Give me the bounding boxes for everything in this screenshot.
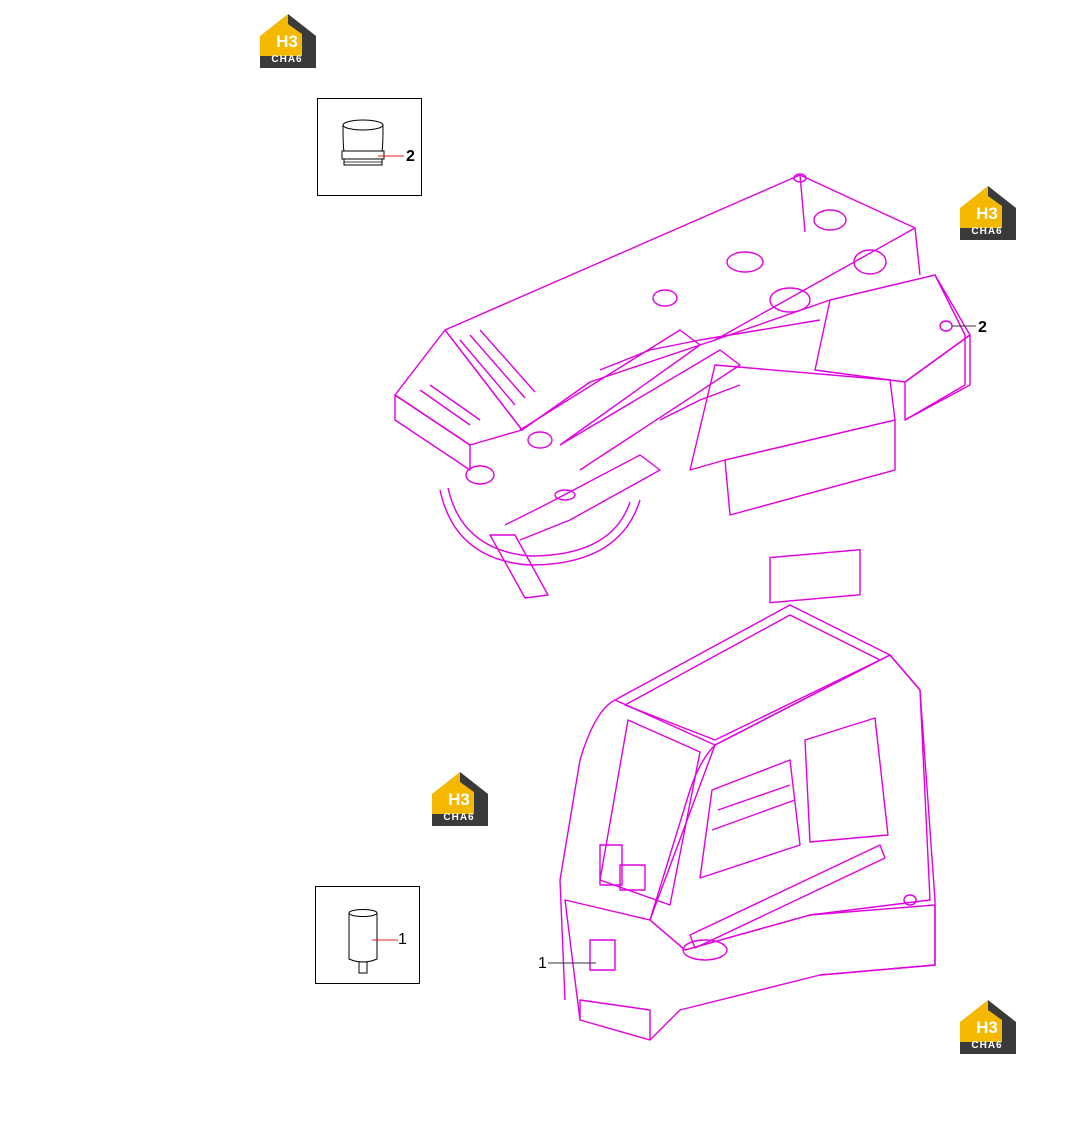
brand-logo: H3 CHA6 (958, 184, 1020, 242)
logo-house-icon (260, 14, 316, 68)
logo-mark: H3 (976, 204, 998, 223)
logo-sub: CHA6 (443, 812, 475, 823)
logo-sub: CHA6 (971, 1040, 1003, 1051)
logo-mark: H3 (976, 1018, 998, 1037)
callout-label: 1 (398, 931, 407, 948)
logo-house-icon (432, 772, 488, 826)
brand-logo: H3 CHA6 (258, 12, 320, 70)
part-inset-filter: 1 (315, 886, 420, 984)
logo-house-icon (960, 186, 1016, 240)
logo-sub: CHA6 (271, 54, 303, 65)
brand-logo: H3 CHA6 (958, 998, 1020, 1056)
logo-sub: CHA6 (971, 226, 1003, 237)
filter-cartridge-icon (348, 909, 398, 974)
brand-logo: H3 CHA6 (430, 770, 492, 828)
part-inset-beacon: 2 (317, 98, 422, 196)
callout-label: 2 (406, 148, 415, 165)
logo-mark: H3 (448, 790, 470, 809)
callout-label: 1 (538, 955, 547, 972)
logo-mark: H3 (276, 32, 298, 51)
callout-label: 2 (978, 319, 987, 336)
beacon-lamp-icon (341, 119, 404, 166)
logo-house-icon (960, 1000, 1016, 1054)
